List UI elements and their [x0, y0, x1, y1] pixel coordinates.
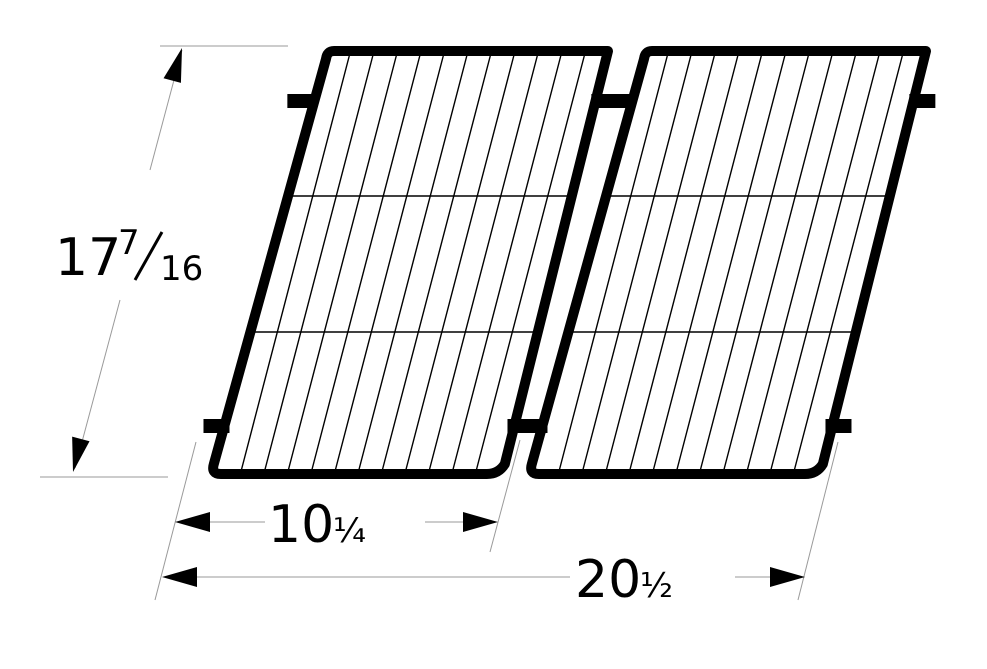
depth-denominator: 16	[160, 249, 203, 289]
grate-bar	[605, 54, 716, 471]
grate-bar	[240, 54, 351, 471]
grate-bar	[311, 54, 421, 471]
arrow-down-icon	[72, 436, 90, 472]
grate-bar	[358, 54, 468, 471]
grate-bar	[334, 54, 445, 471]
arrow-up-icon	[163, 48, 182, 83]
grate-bar	[793, 54, 904, 471]
mounting-tab	[521, 419, 548, 433]
extension-lines	[40, 45, 839, 601]
mounting-tab	[909, 94, 936, 108]
mounting-tab	[287, 94, 314, 108]
depth-whole: 17	[55, 228, 121, 288]
grate	[203, 46, 618, 479]
arrow-right-icon	[463, 512, 498, 532]
extension-line-right	[797, 441, 839, 601]
grate-bar	[582, 54, 692, 471]
depth-numerator: 7	[118, 223, 140, 263]
grate-bar	[475, 54, 586, 471]
grate-bar	[428, 54, 539, 471]
grate-bar	[770, 54, 880, 471]
grate-bar	[381, 54, 492, 471]
grate	[521, 46, 936, 479]
grate-bar	[746, 54, 857, 471]
arrow-left-icon	[175, 512, 210, 532]
total-width-dimension: 20 ½	[162, 550, 805, 610]
mounting-tab	[605, 94, 632, 108]
grate-bar	[287, 54, 398, 471]
depth-dimension: 17 7 16	[55, 48, 203, 472]
grate-bar	[452, 54, 562, 471]
total-width-whole: 20	[575, 550, 641, 610]
grate-bar	[676, 54, 786, 471]
mounting-tab	[825, 419, 852, 433]
total-width-fraction: ½	[640, 566, 673, 606]
fraction-slash	[133, 231, 164, 281]
grate-frame	[526, 46, 931, 479]
arrow-right-icon	[770, 567, 805, 587]
grate-bar	[723, 54, 833, 471]
grate-bar	[264, 54, 374, 471]
grate-bar	[558, 54, 669, 471]
mounting-tab	[203, 419, 230, 433]
arrow-left-icon	[162, 567, 197, 587]
grate-frame	[208, 46, 613, 479]
extension-line-left	[154, 441, 197, 601]
single-width-fraction: ¼	[333, 511, 366, 551]
extension-line-mid	[489, 439, 521, 553]
single-width-whole: 10	[268, 495, 334, 555]
grate-bar	[629, 54, 739, 471]
single-width-dimension: 10 ¼	[175, 495, 498, 555]
grate-bar	[699, 54, 810, 471]
grate-bar	[405, 54, 515, 471]
grate-bar	[652, 54, 763, 471]
grates	[203, 46, 936, 479]
